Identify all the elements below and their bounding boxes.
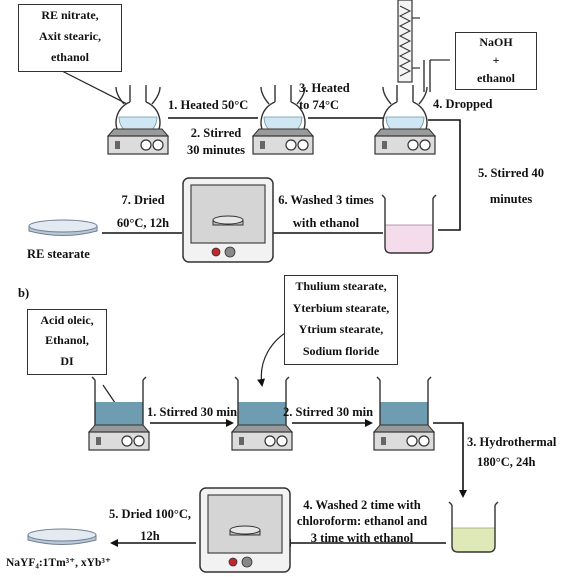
step-line: 12h — [140, 528, 160, 543]
product-re-stearate: RE stearate — [27, 247, 90, 261]
step-line: chloroform: ethanol and — [296, 514, 428, 529]
step-washed-top: 6. Washed 3 times with ethanol — [272, 189, 380, 235]
additive-line: Thulium stearate, — [295, 279, 387, 293]
step-hydrothermal: 3. Hydrothermal 180°C, 24h — [467, 432, 556, 472]
additive-line: Yterbium stearate, — [292, 300, 390, 315]
step-washed-bottom: 4. Washed 2 time with chloroform: ethano… — [292, 497, 432, 546]
additive-line: ethanol — [476, 71, 515, 85]
step-line: to 74°C — [299, 97, 340, 112]
oven-top — [182, 177, 274, 263]
reagent-line: RE nitrate, — [41, 8, 99, 22]
reagent-line: Acid oleic, — [40, 313, 94, 327]
step-dried-top: 7. Dried 60°C, 12h — [107, 189, 179, 235]
part-b-label: b) — [18, 286, 30, 300]
step-line: 30 minutes — [187, 142, 245, 157]
step-heated-74: 3. Heated to 74°C — [299, 80, 350, 114]
step-stirred-30: 2. Stirred 30 minutes — [180, 125, 252, 159]
dropping-funnel — [423, 59, 450, 92]
dish-nayf4 — [27, 528, 97, 545]
beaker-3 — [376, 376, 432, 431]
stirrer-b2 — [231, 424, 293, 451]
step-dropped: 4. Dropped — [433, 97, 493, 111]
step-line: 6. Washed 3 times — [278, 193, 374, 207]
beaker-top — [381, 194, 437, 254]
step-line: 7. Dried — [121, 193, 165, 207]
step-line: with ethanol — [292, 216, 360, 231]
step-stirred-40: 5. Stirred 40 minutes — [462, 160, 560, 213]
step-dried-bottom: 5. Dried 100°C, 12h — [100, 504, 200, 548]
step-stirred-2: 2. Stirred 30 min — [283, 405, 374, 419]
dish-re-stearate — [28, 219, 98, 236]
stirrer-2 — [252, 128, 314, 155]
reagent-line: Ethanol, — [45, 333, 89, 348]
reagent-line: ethanol — [50, 50, 89, 64]
product-nayf4: NaYF₄:1Tm³⁺, xYb³⁺ — [6, 557, 111, 569]
additive-line: Ytrium stearate, — [298, 322, 384, 337]
additives-box-bottom: Thulium stearate, Yterbium stearate, Ytr… — [284, 275, 398, 365]
reagents-box-bottom: Acid oleic, Ethanol, DI — [27, 309, 107, 375]
beaker-1 — [91, 376, 147, 431]
reagent-line: DI — [60, 353, 74, 368]
link-flask3-beaker — [428, 119, 461, 231]
step-line: 5. Dried 100°C, — [108, 507, 192, 521]
condenser — [397, 0, 420, 83]
additive-box-top: NaOH + ethanol — [455, 32, 537, 90]
step-line: 5. Stirred 40 — [477, 166, 545, 180]
step-heated-50: 1. Heated 50°C — [168, 98, 249, 112]
step-line: 2. Stirred — [190, 126, 242, 140]
stirrer-3 — [374, 128, 436, 155]
reagents-box-top: RE nitrate, Axit stearic, ethanol — [18, 4, 122, 72]
step-line: 4. Washed 2 time with — [303, 498, 421, 512]
step-line: 3 time with ethanol — [310, 530, 414, 545]
additive-line: NaOH — [479, 35, 513, 49]
step-line: 3. Hydrothermal — [467, 435, 557, 449]
stirrer-b1 — [88, 424, 150, 451]
additive-line: Sodium floride — [302, 343, 380, 358]
arrow-b3-final — [433, 422, 467, 498]
step-line: 60°C, 12h — [116, 216, 170, 231]
step-line: 3. Heated — [299, 81, 350, 95]
step-line: minutes — [489, 192, 533, 207]
oven-bottom — [199, 487, 291, 573]
step-stirred-1: 1. Stirred 30 min — [147, 405, 238, 419]
stirrer-b3 — [373, 424, 435, 451]
stirrer-1 — [107, 128, 169, 155]
additive-line: + — [492, 53, 500, 67]
reagent-line: Axit stearic, — [39, 29, 101, 43]
step-line: 180°C, 24h — [477, 455, 536, 469]
beaker-final — [448, 501, 499, 553]
